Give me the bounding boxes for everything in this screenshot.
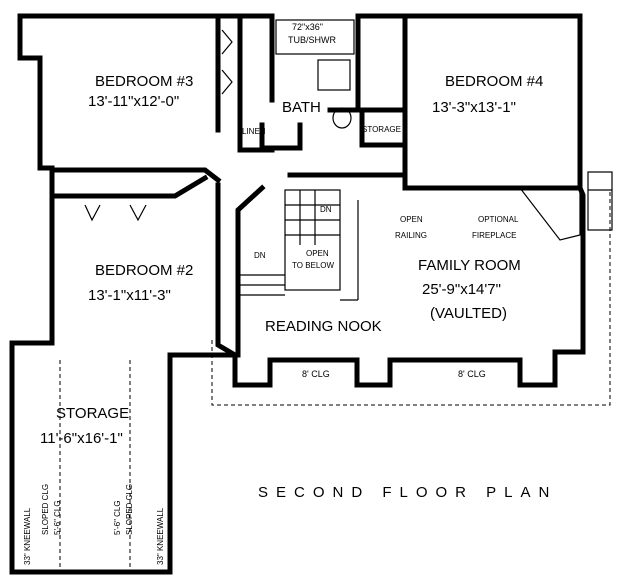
- interior-walls: [49, 13, 583, 358]
- bedroom3-size: 13'-11"x12'-0": [88, 93, 179, 110]
- ceiling-label-2: 8' CLG: [458, 369, 486, 379]
- bedroom4-name: BEDROOM #4: [445, 73, 543, 90]
- fireplace-label-1: OPTIONAL: [478, 215, 519, 224]
- stairs: [240, 189, 359, 301]
- sloped-ceiling-2a: 5'-6" CLG: [113, 500, 122, 535]
- sloped-ceiling-1a: SLOPED CLG: [41, 484, 50, 535]
- open-railing-2: RAILING: [395, 231, 427, 240]
- ceiling-label-1: 8' CLG: [302, 369, 330, 379]
- reading-nook-name: READING NOOK: [265, 318, 382, 335]
- stair-dn-2: DN: [254, 251, 266, 260]
- open-below-1: OPEN: [306, 249, 329, 258]
- bedroom2-size: 13'-1"x11'-3": [88, 287, 171, 304]
- storage-size: 11'-6"x16'-1": [40, 430, 123, 447]
- linen-label: LINEN: [242, 127, 266, 136]
- bath-fixtures: [275, 19, 355, 129]
- family-room-size: 25'-9"x14'7": [422, 281, 501, 298]
- family-room-name: FAMILY ROOM: [418, 257, 521, 274]
- fireplace: [518, 171, 613, 241]
- bath-name: BATH: [282, 99, 321, 116]
- open-railing-1: OPEN: [400, 215, 423, 224]
- open-below-2: TO BELOW: [292, 261, 335, 270]
- fireplace-label-2: FIREPLACE: [472, 231, 516, 240]
- storage-name: STORAGE: [56, 405, 129, 422]
- storage-kneewalls: [59, 190, 611, 568]
- exterior-walls: [9, 13, 586, 575]
- storage-small-label: STORAGE: [362, 125, 401, 134]
- family-room-note: (VAULTED): [430, 305, 507, 322]
- plan-title: SECOND FLOOR PLAN: [258, 484, 557, 501]
- tub-size: 72"x36": [292, 22, 323, 32]
- stair-dn-1: DN: [320, 205, 332, 214]
- kneewall-right: 33" KNEEWALL: [156, 507, 165, 565]
- kneewall-left: 33" KNEEWALL: [23, 507, 32, 565]
- bedroom4-size: 13'-3"x13'-1": [432, 99, 516, 116]
- tub-label: TUB/SHWR: [288, 35, 336, 45]
- closet-doors: [84, 29, 233, 222]
- bedroom3-name: BEDROOM #3: [95, 73, 193, 90]
- sloped-ceiling-1b: 5'-6" CLG: [53, 500, 62, 535]
- sloped-ceiling-2b: SLOPED CLG: [125, 484, 134, 535]
- bedroom2-name: BEDROOM #2: [95, 262, 193, 279]
